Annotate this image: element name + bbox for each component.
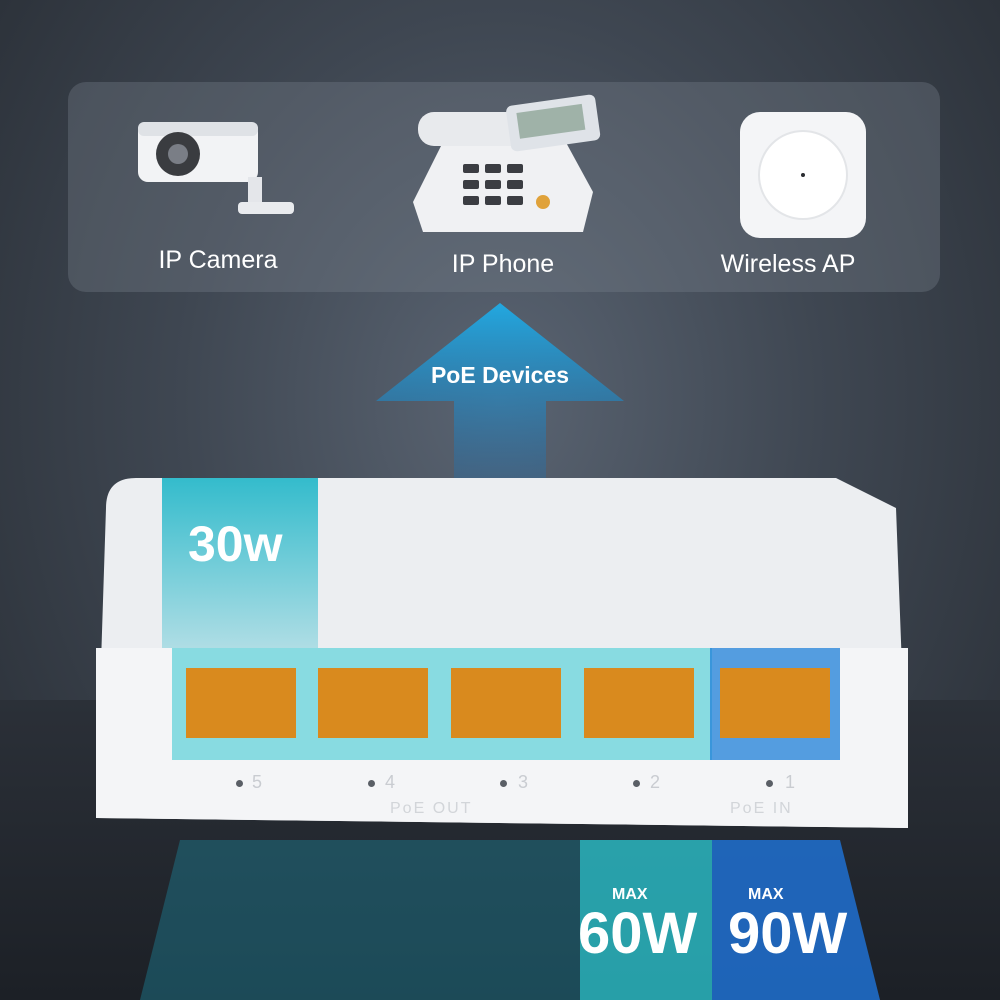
port-number: 4 xyxy=(385,772,396,792)
port-power-label: 30w xyxy=(188,516,283,572)
devices-panel: IP Camera IP Phone Wireless AP xyxy=(68,82,940,292)
device-wireless-ap: Wireless AP xyxy=(668,82,908,292)
device-label: Wireless AP xyxy=(720,250,856,278)
port-group xyxy=(186,668,830,738)
max-in-caption: MAX xyxy=(748,886,784,903)
port-number: 3 xyxy=(518,772,529,792)
device-label: IP Phone xyxy=(451,250,555,278)
port-number: 5 xyxy=(252,772,263,792)
port-led xyxy=(500,780,507,787)
port-led xyxy=(236,780,243,787)
port-number: 2 xyxy=(650,772,661,792)
poe-switch xyxy=(96,478,908,828)
arrow-label: PoE Devices xyxy=(430,362,570,388)
max-in-value: 90W xyxy=(728,901,848,966)
device-label: IP Camera xyxy=(158,246,278,274)
max-out-caption: MAX xyxy=(612,886,648,903)
device-ip-phone: IP Phone xyxy=(383,82,623,292)
light-beams xyxy=(140,840,880,1000)
poe-devices-arrow: PoE Devices xyxy=(376,303,624,483)
poe-in-label: PoE IN xyxy=(730,800,793,817)
device-ip-camera: IP Camera xyxy=(98,82,338,292)
port-number: 1 xyxy=(785,772,796,792)
port-led xyxy=(633,780,640,787)
port-led xyxy=(368,780,375,787)
wireless-ap-icon xyxy=(740,112,866,238)
poe-out-label: PoE OUT xyxy=(390,800,473,817)
ip-camera-icon xyxy=(138,122,294,214)
ip-phone-icon xyxy=(413,94,601,232)
max-out-value: 60W xyxy=(578,901,698,966)
port-led xyxy=(766,780,773,787)
